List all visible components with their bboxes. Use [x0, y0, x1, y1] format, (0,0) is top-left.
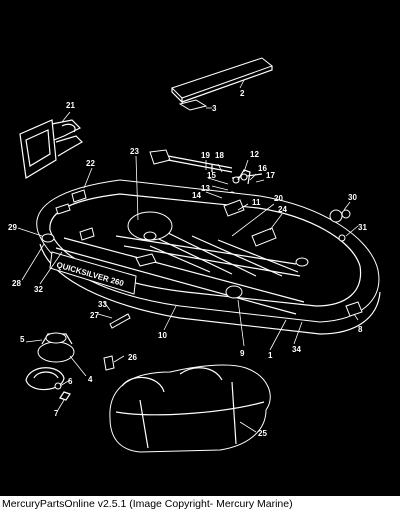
callout-17: 17 [266, 171, 275, 180]
oar [149, 149, 233, 173]
callout-6: 6 [68, 377, 73, 386]
callout-33: 33 [98, 300, 107, 309]
callout-31: 31 [358, 223, 367, 232]
callout-23: 23 [130, 147, 139, 156]
callout-4: 4 [88, 375, 93, 384]
callout-13: 13 [201, 184, 210, 193]
valve-fitting [329, 209, 351, 242]
callout-32: 32 [34, 285, 43, 294]
callout-24: 24 [278, 205, 287, 214]
callout-19: 19 [201, 151, 210, 160]
seat-plank [171, 57, 274, 104]
storage-bag [109, 364, 271, 453]
callout-3: 3 [212, 104, 217, 113]
callout-11: 11 [252, 198, 261, 207]
leader-lines [17, 79, 359, 433]
callout-20: 20 [274, 194, 283, 203]
callout-18: 18 [215, 151, 224, 160]
callout-25: 25 [258, 429, 267, 438]
callout-15: 15 [207, 171, 216, 180]
callout-7: 7 [54, 409, 59, 418]
callout-30: 30 [348, 193, 357, 202]
callout-1: 1 [268, 351, 273, 360]
callout-26: 26 [128, 353, 137, 362]
oar-pin [231, 173, 263, 184]
callout-labels: 2 3 21 22 23 19 18 12 16 17 15 13 14 11 … [8, 89, 367, 438]
seat-pad [178, 99, 208, 111]
drain-plug [345, 301, 363, 317]
foot-pump [25, 332, 75, 401]
callout-2: 2 [240, 89, 245, 98]
callout-16: 16 [258, 164, 267, 173]
callout-8: 8 [358, 325, 363, 334]
exploded-view-drawing: QUICKSILVER 260 [8, 57, 381, 453]
callout-34: 34 [292, 345, 301, 354]
callout-21: 21 [66, 101, 75, 110]
callout-12: 12 [250, 150, 259, 159]
copyright-caption: MercuryPartsOnline v2.5.1 (Image Copyrig… [0, 497, 400, 512]
inflatable-boat-hull: QUICKSILVER 260 [36, 179, 381, 335]
callout-9: 9 [240, 349, 245, 358]
repair-tube [103, 355, 115, 371]
hose-adapter [109, 313, 131, 329]
callout-27: 27 [90, 311, 99, 320]
callout-10: 10 [158, 331, 167, 340]
callout-29: 29 [8, 223, 17, 232]
transom-bracket [19, 119, 83, 179]
callout-5: 5 [20, 335, 25, 344]
callout-14: 14 [192, 191, 201, 200]
callout-28: 28 [12, 279, 21, 288]
callout-22: 22 [86, 159, 95, 168]
parts-diagram: QUICKSILVER 260 [0, 0, 400, 496]
